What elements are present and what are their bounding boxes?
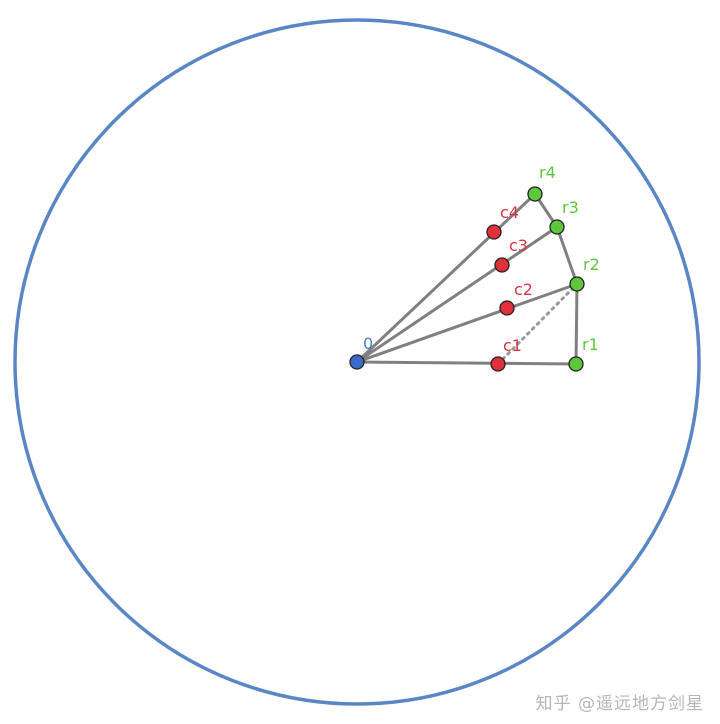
origin-label: 0 (363, 334, 373, 353)
c2-point (499, 300, 515, 316)
r3-label: r3 (562, 198, 579, 217)
bounding-circle (13, 18, 701, 706)
c3-label: c3 (509, 236, 528, 255)
segment-0-r4 (355, 192, 537, 364)
c4-point (486, 224, 502, 240)
segments (355, 192, 579, 366)
segment-r1-r2 (574, 282, 579, 366)
r1-point (568, 356, 584, 372)
c2-label: c2 (514, 280, 533, 299)
segment-0-r2 (355, 282, 579, 364)
segment-0-r3 (355, 225, 559, 364)
r2-point (569, 276, 585, 292)
dotted-segment-c1-r2 (496, 282, 579, 366)
r1-label: r1 (582, 335, 599, 354)
r2-label: r2 (583, 255, 600, 274)
c3-point (494, 257, 510, 273)
segment-r2-r3 (555, 225, 579, 286)
r3-point (549, 219, 565, 235)
r4-point (527, 186, 543, 202)
segment-0-r1 (355, 360, 578, 366)
origin-point (349, 354, 365, 370)
c1-point (490, 356, 506, 372)
c4-label: c4 (500, 203, 519, 222)
c1-label: c1 (503, 336, 522, 355)
r4-label: r4 (539, 163, 556, 182)
watermark-text: 知乎 @遥远地方剑星 (535, 694, 704, 714)
